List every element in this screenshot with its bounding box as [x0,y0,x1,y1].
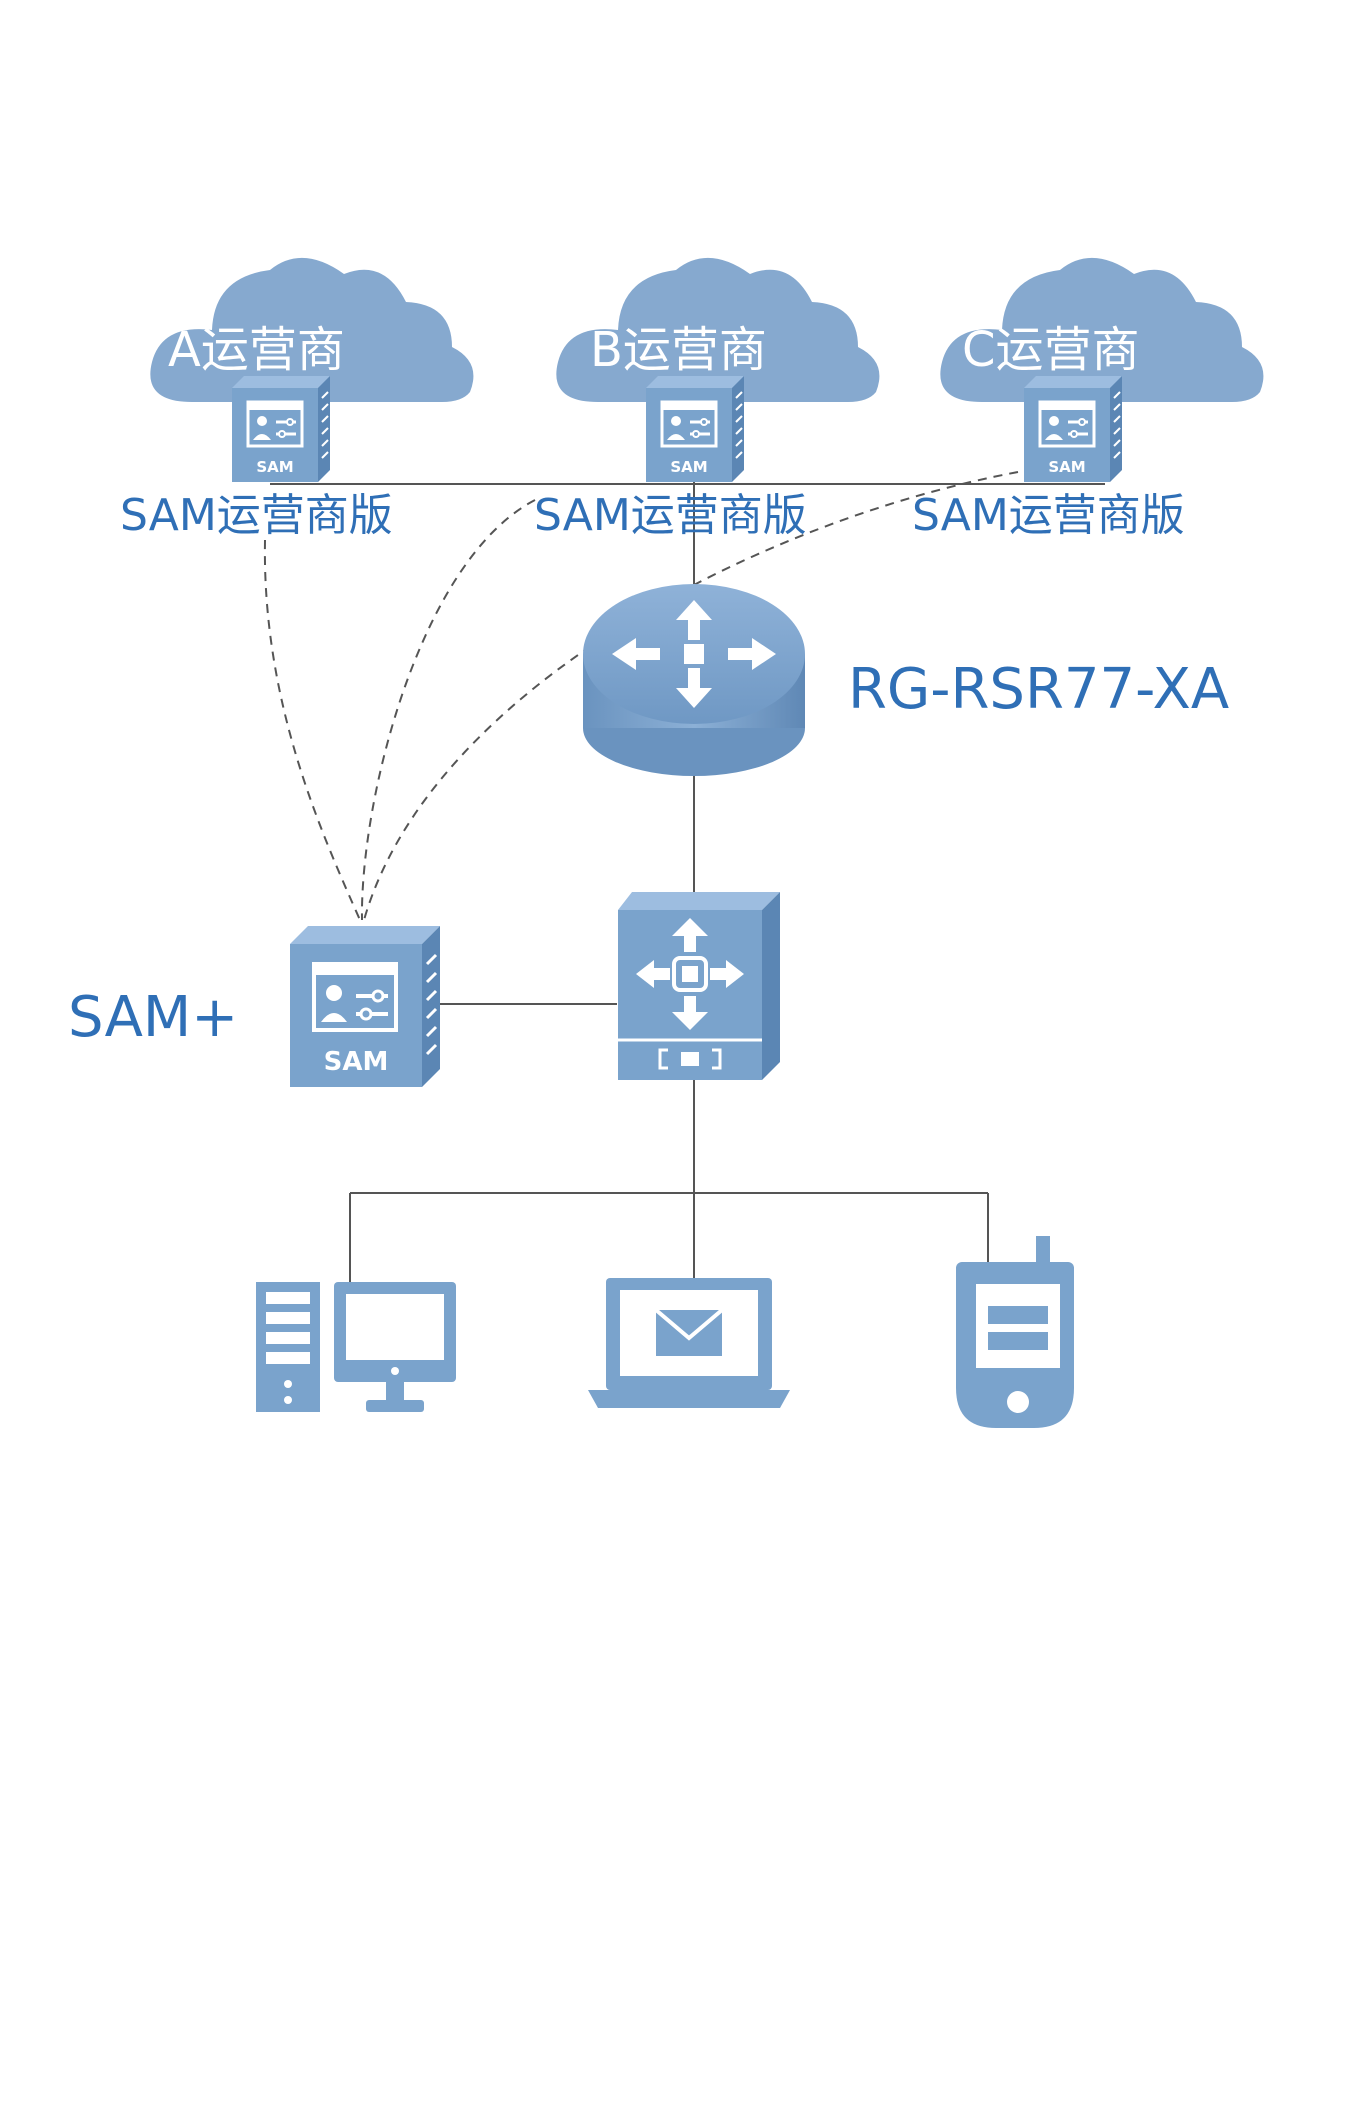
connection-lines [263,470,1105,1282]
operator-c: C运营商 SAM SAM运营商版 [912,257,1264,541]
sam-server-icon: SAM [230,374,332,484]
sam-badge: SAM [1048,458,1085,476]
sam-badge: SAM [256,458,293,476]
dashed-link-b [360,499,536,921]
dashed-link-a [263,539,361,921]
router-icon [583,584,805,776]
cloud-label: B运营商 [590,322,767,378]
laptop-mail-icon [588,1278,790,1408]
cloud-label: A运营商 [168,322,345,378]
operator-b: B运营商 SAM SAM运营商版 [534,257,880,541]
mobile-phone-icon [956,1236,1074,1428]
dashed-link-c [363,471,1019,921]
sam-server-icon: SAM [1022,374,1124,484]
sam-plus-label: SAM+ [68,985,238,1050]
sam-plus: SAM SAM+ [68,924,442,1089]
sam-server-icon: SAM [644,374,746,484]
core-switch-icon [618,892,780,1080]
sam-server-icon: SAM [288,924,442,1089]
desktop-pc-icon [256,1282,456,1412]
sam-caption: SAM运营商版 [534,490,807,541]
cloud-label: C运营商 [962,322,1140,378]
sam-caption: SAM运营商版 [912,490,1185,541]
router: RG-RSR77-XA [583,584,1229,776]
sam-badge: SAM [324,1047,389,1077]
operator-a: A运营商 SAM SAM运营商版 [120,257,474,541]
sam-caption: SAM运营商版 [120,490,393,541]
sam-badge: SAM [670,458,707,476]
router-label: RG-RSR77-XA [848,657,1229,722]
